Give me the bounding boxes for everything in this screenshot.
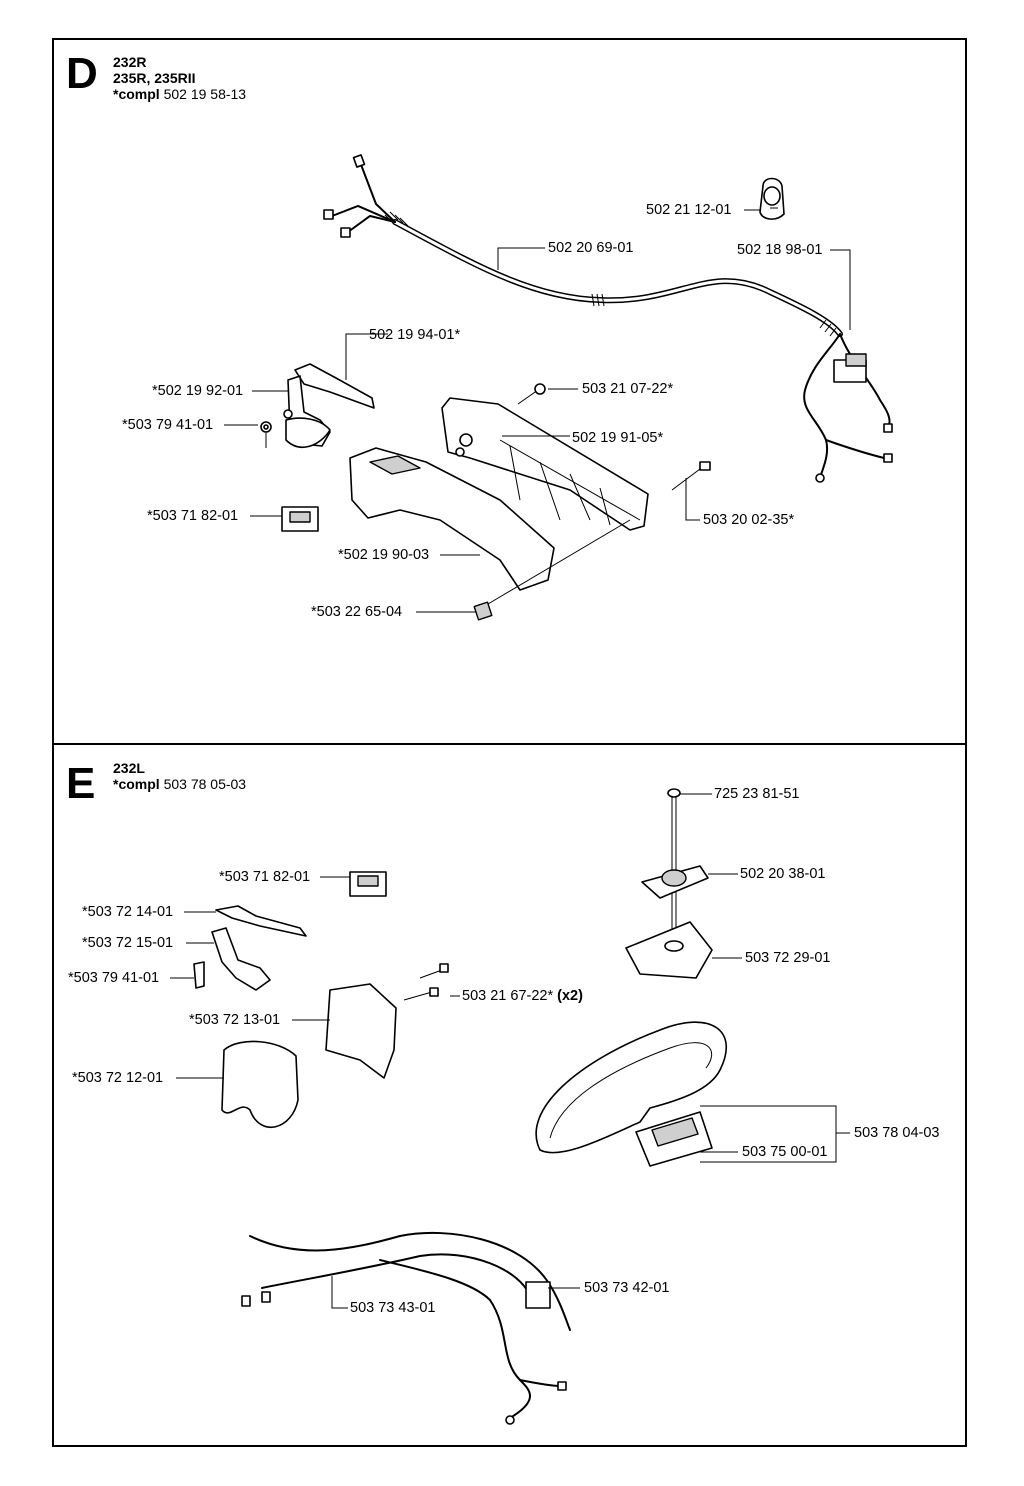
part-label: 503 21 07-22* bbox=[582, 381, 674, 397]
screws-number: 503 21 67-22* bbox=[462, 988, 554, 1004]
part-label: 502 20 69-01 bbox=[548, 240, 634, 256]
part-label: 503 75 00-01 bbox=[742, 1144, 828, 1160]
section-d-model-1: 232R bbox=[113, 54, 147, 70]
part-label: *503 72 14-01 bbox=[82, 904, 174, 920]
lock-lever-and-trigger-D bbox=[260, 363, 375, 449]
part-label: *503 79 41-01 bbox=[68, 970, 160, 986]
part-label: 502 18 98-01 bbox=[737, 242, 823, 258]
section-d-compl: *compl 502 19 58-13 bbox=[113, 86, 246, 102]
section-divider bbox=[52, 743, 967, 745]
section-d-header: 232R 235R, 235RII *compl 502 19 58-13 bbox=[113, 54, 246, 102]
part-label-screws: 503 21 67-22* (x2) bbox=[462, 988, 583, 1004]
part-label: 503 78 04-03 bbox=[854, 1125, 940, 1141]
compl-number-e: 503 78 05-03 bbox=[163, 776, 247, 792]
handle-half-502-19-91-05 bbox=[441, 397, 649, 531]
harness-clip bbox=[759, 177, 785, 220]
part-label: 502 19 94-01* bbox=[369, 327, 461, 343]
part-label: *503 79 41-01 bbox=[122, 417, 214, 433]
part-label: 503 72 29-01 bbox=[745, 950, 831, 966]
part-label: 502 19 91-05* bbox=[572, 430, 664, 446]
section-e-header: 232L *compl 503 78 05-03 bbox=[113, 760, 246, 792]
section-d-model-2: 235R, 235RII bbox=[113, 70, 196, 86]
part-label: *503 72 13-01 bbox=[189, 1012, 281, 1028]
section-e-compl: *compl 503 78 05-03 bbox=[113, 776, 246, 792]
part-label: *502 19 92-01 bbox=[152, 383, 244, 399]
compl-prefix-d: *compl bbox=[113, 86, 160, 102]
part-label: *503 22 65-04 bbox=[311, 604, 403, 620]
compl-number-d: 502 19 58-13 bbox=[163, 86, 247, 102]
part-label: 503 73 42-01 bbox=[584, 1280, 670, 1296]
section-e-model-1: 232L bbox=[113, 760, 145, 776]
loop-handle-503-78-04-03 bbox=[535, 1021, 727, 1167]
cable-502-20-69-01 bbox=[323, 154, 843, 337]
clamp-503-72-29-01 bbox=[625, 921, 713, 979]
bolt-725-23-81-51 bbox=[667, 788, 681, 930]
part-label: 502 20 38-01 bbox=[740, 866, 826, 882]
part-label: *503 71 82-01 bbox=[219, 869, 311, 885]
compl-prefix-e: *compl bbox=[113, 776, 160, 792]
part-label: 503 20 02-35* bbox=[703, 512, 795, 528]
part-label: 503 73 43-01 bbox=[350, 1300, 436, 1316]
cables-E bbox=[241, 1231, 571, 1425]
page-frame bbox=[52, 38, 967, 1447]
screws-qty: (x2) bbox=[557, 988, 583, 1004]
knob-502-20-38-01 bbox=[641, 865, 709, 899]
part-label: *503 72 12-01 bbox=[72, 1070, 164, 1086]
part-label: *502 19 90-03 bbox=[338, 547, 430, 563]
leaders-E bbox=[170, 793, 850, 1309]
section-letter-e: E bbox=[66, 759, 96, 808]
handle-half-502-19-90-03 bbox=[349, 447, 555, 591]
section-letter-d: D bbox=[66, 49, 98, 98]
part-label: *503 71 82-01 bbox=[147, 508, 239, 524]
part-label: *503 72 15-01 bbox=[82, 935, 174, 951]
handle-parts-E bbox=[193, 871, 449, 1129]
leaders-D bbox=[224, 209, 851, 613]
wire-harness-502-18-98-01 bbox=[803, 333, 893, 483]
part-label: 725 23 81-51 bbox=[714, 786, 800, 802]
screws-D bbox=[281, 383, 711, 621]
part-label: 502 21 12-01 bbox=[646, 202, 732, 218]
